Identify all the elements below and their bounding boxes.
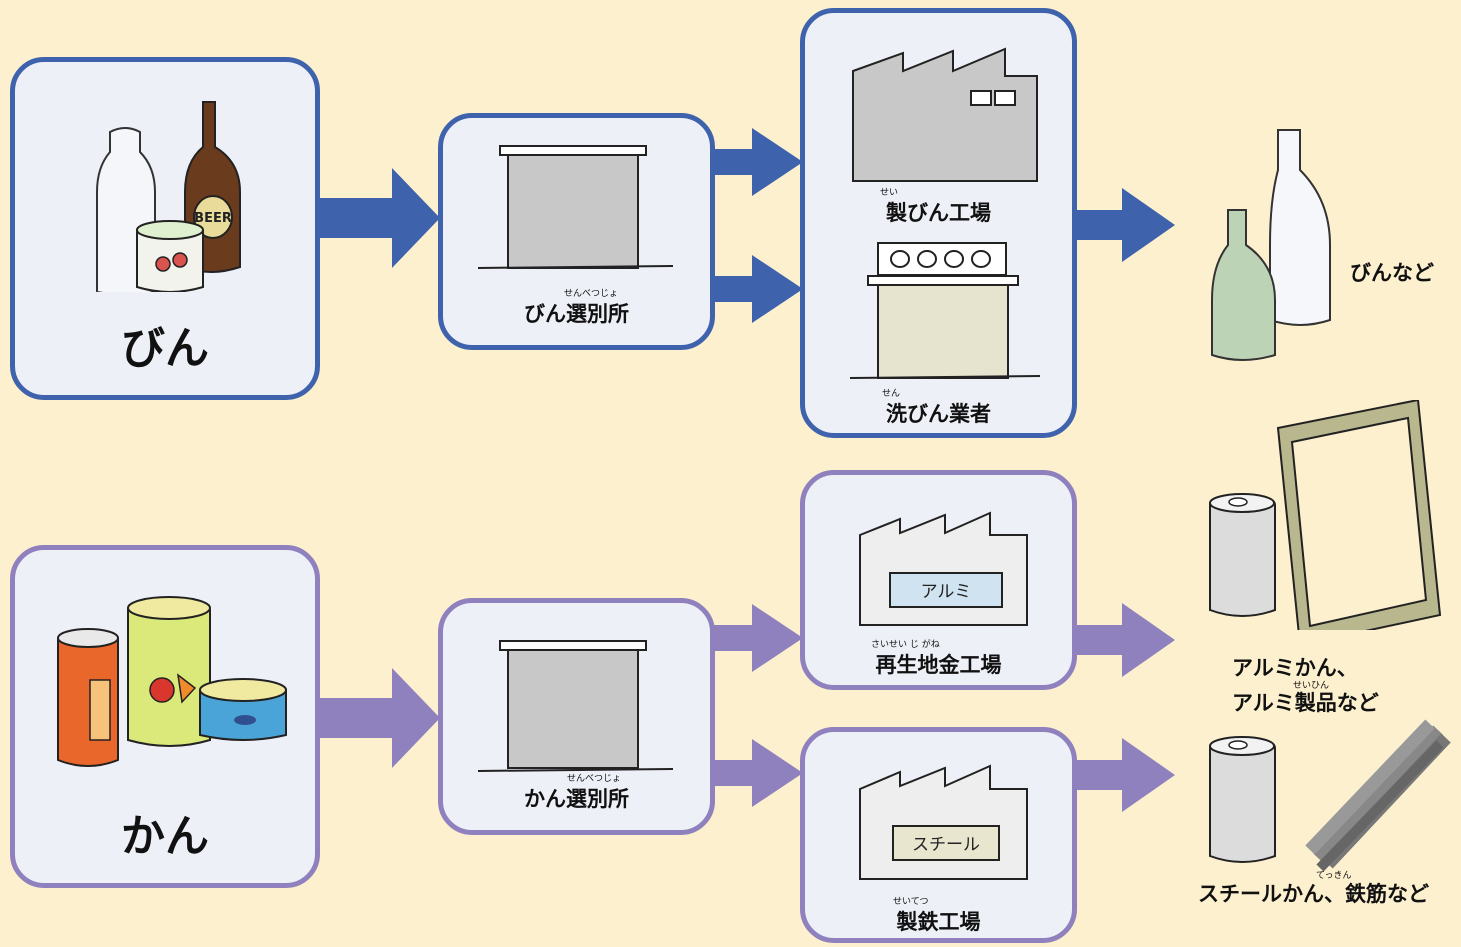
aluminum-factory-illustration: アルミ <box>859 511 1028 626</box>
bin-factory-box: せい 製びん工場 せん 洗びん業者 <box>800 8 1077 438</box>
glass-factory-illustration <box>852 47 1038 182</box>
bin-product-label: びんなど <box>1350 261 1434 285</box>
steel-products-illustration <box>1209 719 1451 872</box>
aluminum-products-illustration <box>1209 400 1442 630</box>
arrow-sorting-to-alu <box>712 604 803 672</box>
beer-label-text: BEER <box>194 211 232 226</box>
kan-alu-factory-label: 再生地金工場 <box>875 653 1002 677</box>
kan-alu-factory-box: アルミ さいせい じ がね 再生地金工場 <box>800 470 1077 690</box>
kan-steel-factory-label: 製鉄工場 <box>896 910 981 934</box>
bottles-illustration: BEER <box>96 101 241 292</box>
bin-sorting-box: せんべつじょ びん選別所 <box>438 113 715 350</box>
kan-sorting-box: せんべつじょ かん選別所 <box>438 598 715 835</box>
kan-steel-factory-ruby: せいてつ <box>893 897 929 907</box>
steel-sign-text: スチール <box>912 835 980 855</box>
alu-sign-text: アルミ <box>921 582 972 602</box>
kan-source-box: かん <box>10 545 320 888</box>
bin-sorting-label: びん選別所 <box>524 302 629 326</box>
kan-steel-factory-box: スチール せいてつ 製鉄工場 <box>800 727 1077 943</box>
arrow-sorting-to-steel <box>712 739 803 807</box>
kan-sorting-ruby: せんべつじょ <box>567 774 622 784</box>
arrow-bin-to-sorting <box>316 168 440 268</box>
kan-sorting-label: かん選別所 <box>524 787 629 811</box>
can-sorting-building-illustration <box>478 640 674 772</box>
kan-alu-factory-ruby: さいせい じ がね <box>871 640 940 650</box>
kan-steel-product-ruby: てっきん <box>1316 871 1352 881</box>
arrow-to-steel-product <box>1074 738 1175 812</box>
cans-illustration <box>57 596 287 767</box>
bin-washer-ruby: せん <box>882 389 901 399</box>
kan-source-label: かん <box>121 811 209 862</box>
steel-factory-illustration: スチール <box>859 764 1028 880</box>
kan-alu-product-line1: アルミかん、 <box>1232 656 1358 680</box>
bin-sorting-ruby: せんべつじょ <box>564 289 619 299</box>
arrow-sorting-to-factory <box>712 128 803 196</box>
kan-alu-product-line2: アルミ製品など <box>1232 691 1379 715</box>
bin-factory-ruby: せい <box>880 188 899 198</box>
sorting-building-illustration <box>478 145 674 269</box>
arrow-sorting-to-washer <box>712 255 803 323</box>
arrow-to-alu-product <box>1074 603 1175 677</box>
arrow-kan-to-sorting <box>316 668 440 768</box>
bin-washer-label: 洗びん業者 <box>886 402 991 426</box>
bin-source-box: BEER びん <box>10 57 320 400</box>
arrow-to-bin-product <box>1074 188 1175 262</box>
kan-steel-product-label: スチールかん、鉄筋など <box>1198 882 1429 906</box>
bin-factory-label: 製びん工場 <box>886 201 991 225</box>
bin-source-label: びん <box>121 323 209 374</box>
bottle-washer-illustration <box>850 242 1041 379</box>
kan-alu-product-ruby: せいひん <box>1293 681 1330 691</box>
recycled-bottles-illustration <box>1211 129 1331 361</box>
